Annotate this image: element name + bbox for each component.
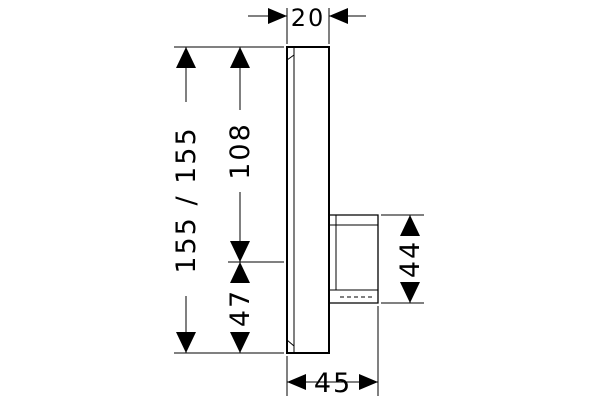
rear-body xyxy=(329,214,379,304)
arrow-down-icon xyxy=(176,332,196,353)
arrow-up-icon xyxy=(176,47,196,68)
arrow-up-icon xyxy=(230,262,250,283)
dim-label-20: 20 xyxy=(291,4,326,32)
dim-label-45: 45 xyxy=(314,368,352,399)
arrow-down-icon xyxy=(230,241,250,262)
dim-label-44: 44 xyxy=(395,240,426,278)
dim-depth-front: 20 xyxy=(248,4,366,44)
arrow-right-icon xyxy=(359,374,378,390)
dim-height-upper: 108 xyxy=(225,47,256,262)
arrow-down-icon xyxy=(400,282,420,303)
dim-label-155-155: 155 / 155 xyxy=(171,126,202,273)
dim-label-108: 108 xyxy=(225,122,256,180)
arrow-right-icon xyxy=(268,8,287,24)
dim-body-height: 44 xyxy=(381,214,426,304)
dim-label-47: 47 xyxy=(225,289,256,327)
dim-height-total: 155 / 155 xyxy=(171,47,202,353)
arrow-left-icon xyxy=(287,374,306,390)
arrow-up-icon xyxy=(400,215,420,236)
plate-chamfer-bottom xyxy=(286,339,295,347)
arrow-left-icon xyxy=(329,8,348,24)
dim-height-lower: 47 xyxy=(225,262,256,353)
dim-depth-total: 45 xyxy=(286,306,379,399)
arrow-down-icon xyxy=(230,332,250,353)
product-outline xyxy=(286,46,379,354)
plate-chamfer-top xyxy=(286,54,295,61)
front-plate xyxy=(286,46,330,354)
arrow-up-icon xyxy=(230,47,250,68)
